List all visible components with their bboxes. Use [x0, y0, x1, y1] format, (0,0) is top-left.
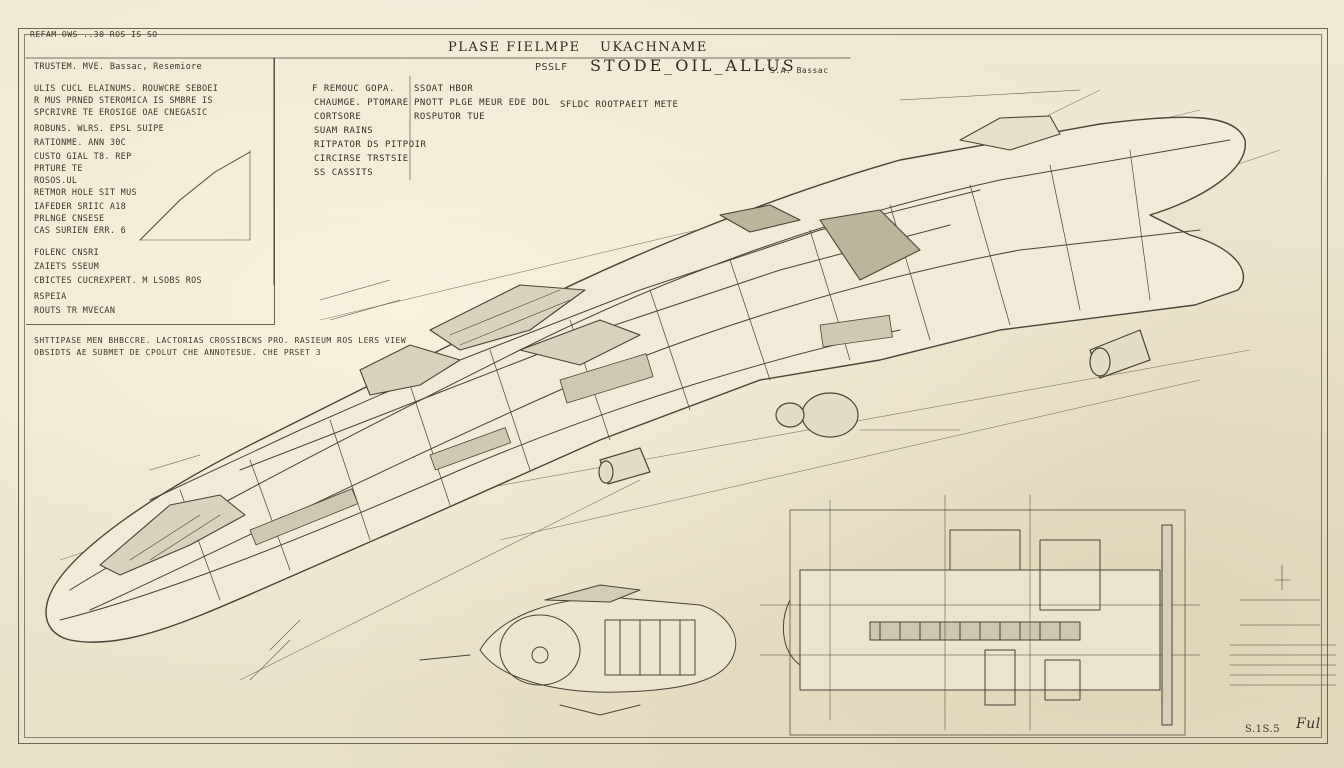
- spec-row: CIRCIRSE TRSTSIE: [314, 154, 409, 164]
- spec-row: F REMOUC GOPA.: [312, 84, 395, 94]
- footer-note-2: OBSIDTS AE SUBMET DE CPOLUT CHE ANNOTESU…: [34, 348, 322, 357]
- annotation-leaders: [149, 89, 1081, 681]
- note-row: CBICTES CUCREXPERT. M LSOBS ROS: [34, 276, 202, 286]
- dorsal-fin: [719, 115, 1061, 281]
- inner-frame: [24, 34, 1322, 738]
- cross-section: [759, 494, 1201, 736]
- footer-note-1: SHTTIPASE MEN BHBCCRE. LACTORIAS CROSSIB…: [34, 336, 407, 345]
- note-row: IAFEDER SRIIC A18: [34, 202, 127, 212]
- side-schematic: [419, 584, 737, 716]
- title-sub-prefix: PSSLF: [535, 62, 568, 73]
- reference-note: S.A. Bassac: [770, 66, 829, 75]
- note-row: CUSTO GIAL T8. REP: [34, 152, 132, 162]
- title-right: UKACHNAME: [600, 40, 708, 55]
- note-row: RETMOR HOLE SIT MUS: [34, 188, 137, 198]
- engine-pods: [598, 329, 1151, 485]
- spec-row: PNOTT PLGE MEUR EDE DOL: [414, 98, 551, 108]
- spec-row: CORTSORE: [314, 112, 362, 122]
- note-row: ROUTS TR MVECAN: [34, 306, 116, 316]
- corner-note: REFAM OWS ..30 ROS IS SO: [30, 30, 158, 39]
- outer-frame: [18, 28, 1328, 744]
- spec-row: SFLDC ROOTPAEIT METE: [560, 100, 679, 110]
- note-row: CAS SURIEN ERR. 6: [34, 226, 127, 236]
- legend-lines: [1229, 564, 1337, 686]
- note-row: R MUS PRNED STEROMICA IS SMBRE IS: [34, 96, 213, 106]
- note-row: FOLENC CNSRI: [34, 248, 100, 258]
- spec-row: ROSPUTOR TUE: [414, 112, 486, 122]
- title-left: PLASE FIELMPE: [448, 40, 581, 55]
- spec-row: SSOAT HBOR: [414, 84, 474, 94]
- note-row: PRLNGE CNSESE: [34, 214, 105, 224]
- note-row: ZAIETS SSEUM: [34, 262, 100, 272]
- note-row: ROSOS.UL: [34, 176, 78, 186]
- spec-row: CHAUMGE. PTOMARE: [314, 98, 409, 108]
- note-row: ROBUNS. WLRS. EPSL SUIPE: [34, 124, 165, 134]
- window-row: [249, 314, 893, 546]
- spec-row: SUAM RAINS: [314, 126, 374, 136]
- note-row: PRTURE TE: [34, 164, 83, 174]
- scale-note: S.1S.5: [1245, 724, 1281, 735]
- note-row: RSPEIA: [34, 292, 67, 302]
- notes-panel: TRUSTEM. MVE. Bassac, Resemiore ULIS CUC…: [26, 58, 275, 325]
- title-sub: STODE_OIL_ALLUS: [590, 56, 797, 75]
- note-row: ULIS CUCL ELAINUMS. ROUWCRE SEBOEI: [34, 84, 219, 94]
- spec-row: SS CASSITS: [314, 168, 374, 178]
- signature: Ful: [1296, 716, 1321, 732]
- spec-row: RITPATOR DS PITPOIR: [314, 140, 427, 150]
- main-hull: [45, 116, 1246, 643]
- note-row: TRUSTEM. MVE. Bassac, Resemiore: [34, 62, 202, 72]
- cockpit-canopy: [99, 284, 641, 576]
- note-row: SPCRIVRE TE EROSIGE OAE CNEGASIC: [34, 108, 208, 118]
- notes-graph: [139, 149, 251, 241]
- note-row: RATIONME. ANN 30C: [34, 138, 127, 148]
